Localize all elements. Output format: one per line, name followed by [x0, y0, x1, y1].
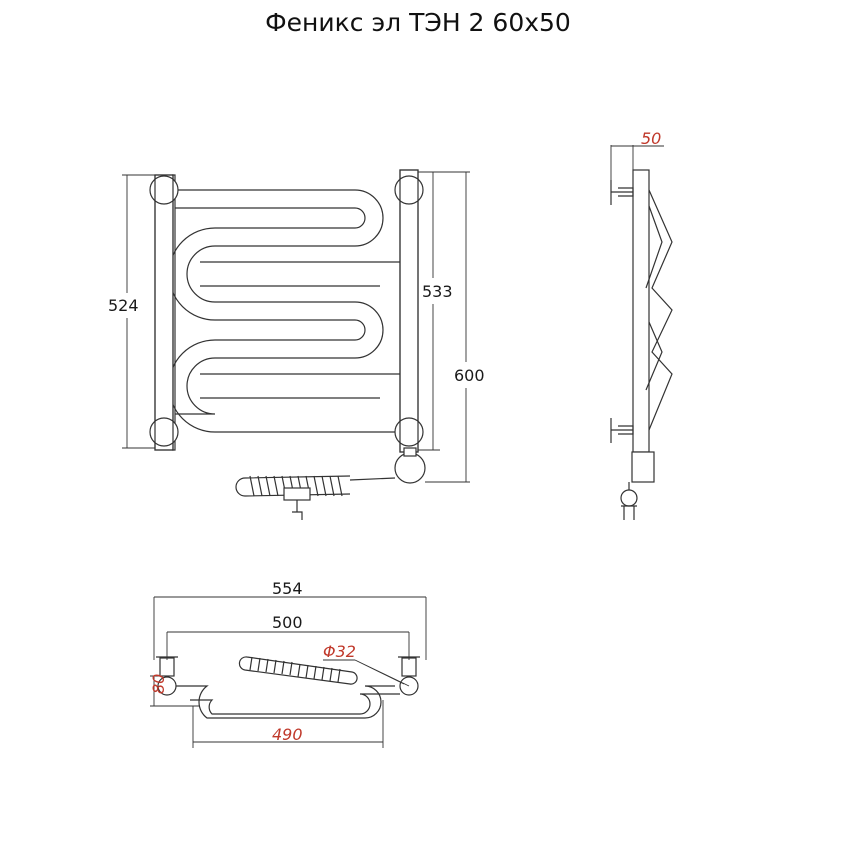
top-coiled-cable-icon: [238, 656, 358, 685]
side-plug-icon: [620, 489, 638, 507]
dim-height-inner: 533: [422, 282, 453, 301]
serpentine-tube-outer: [175, 189, 384, 415]
dim-loop-width: 490: [272, 725, 303, 744]
serpentine-tube-mid: [200, 261, 400, 399]
dim-height-outer: 524: [108, 296, 139, 315]
dim-top-depth: 80: [149, 674, 168, 694]
side-heater-block: [631, 451, 655, 483]
top-right-bracket: [401, 657, 417, 677]
dim-diameter: Φ32: [323, 642, 356, 661]
front-view: [122, 169, 470, 520]
right-bottom-mount-icon: [394, 417, 424, 447]
top-loop-inner: [190, 693, 400, 715]
heater-housing-icon: [394, 452, 426, 484]
top-loop-outer: [175, 685, 395, 719]
left-collector: [154, 174, 174, 451]
top-dimension-lines: [150, 596, 427, 748]
coiled-cable-icon: [235, 475, 396, 520]
drawing-title: Феникс эл ТЭН 2 60х50: [265, 8, 571, 37]
side-collector: [632, 169, 650, 453]
dim-width-total: 554: [272, 579, 303, 598]
left-top-mount-icon: [149, 175, 179, 205]
top-left-collector-icon: [157, 676, 177, 696]
top-left-bracket: [159, 657, 175, 677]
left-bottom-mount-icon: [149, 417, 179, 447]
side-top-bracket: [610, 180, 634, 205]
front-dimension-lines: [122, 171, 470, 483]
top-view: [150, 596, 427, 748]
side-bottom-bracket: [610, 418, 634, 443]
side-zigzag-tube: [648, 189, 673, 431]
right-collector: [399, 169, 419, 453]
dim-side-depth: 50: [641, 129, 661, 148]
dim-height-total: 600: [454, 366, 485, 385]
side-view: [610, 145, 673, 520]
dim-width-center: 500: [272, 613, 303, 632]
right-top-mount-icon: [394, 175, 424, 205]
